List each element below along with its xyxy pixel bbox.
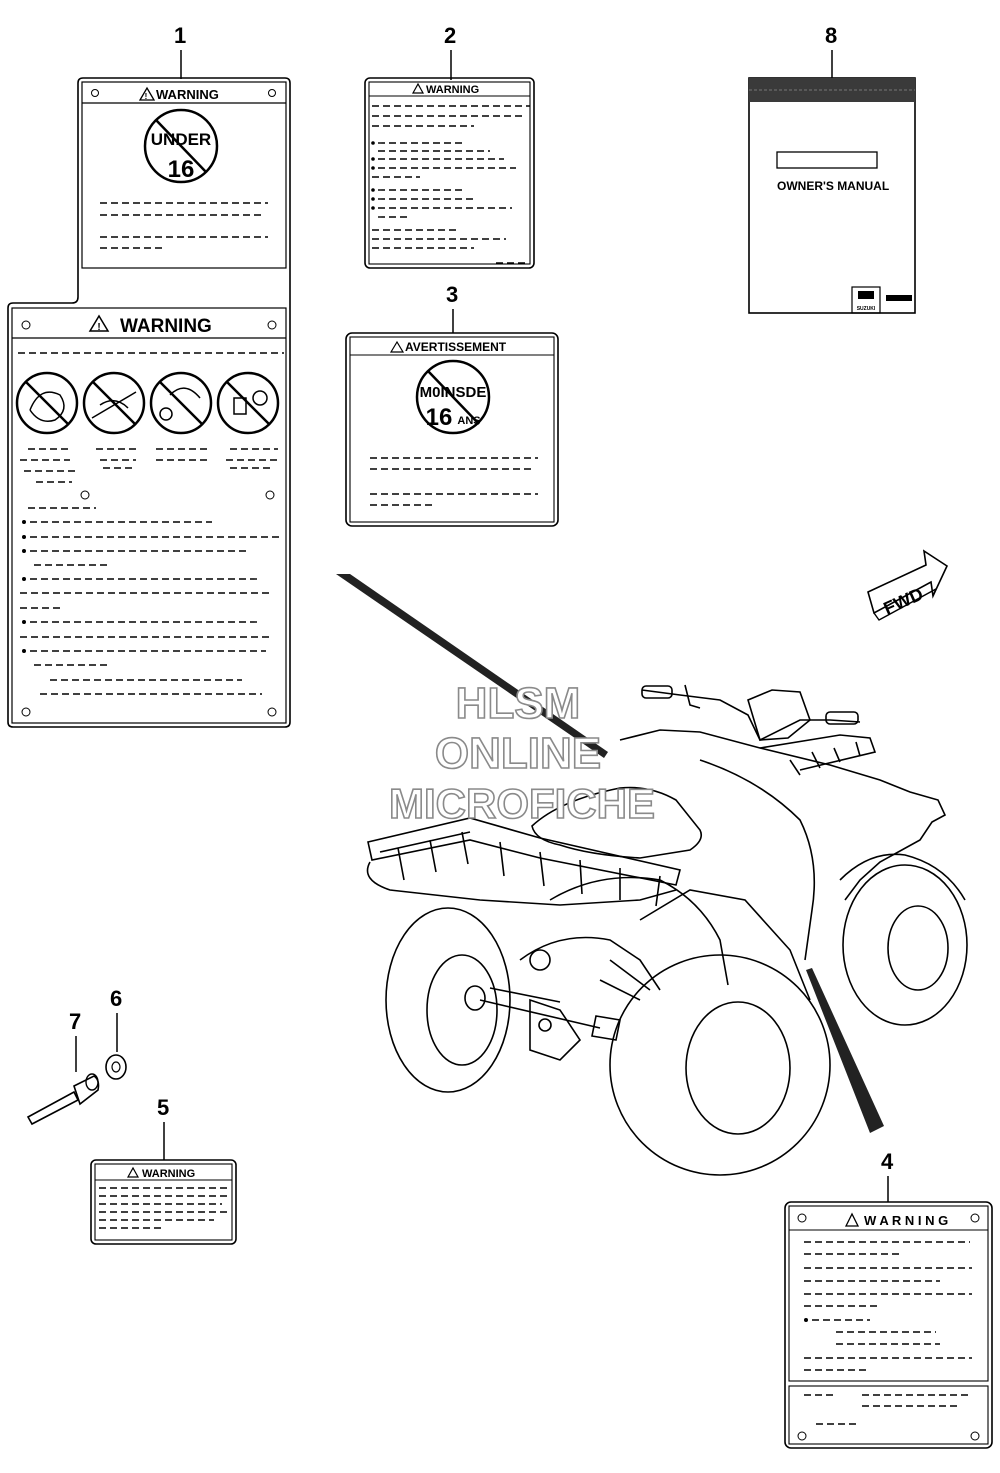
suzuki-logo-text: SUZUKI: [857, 306, 876, 312]
svg-text:!: !: [145, 92, 148, 101]
label-4-warning: W A R N I N G: [784, 1201, 993, 1449]
callout-6: 6: [110, 986, 122, 1052]
pictogram-row: [15, 371, 280, 435]
label-2-warning-text: WARNING: [426, 84, 479, 96]
callout-number-7: 7: [69, 1009, 81, 1034]
callout-number-3: 3: [446, 282, 458, 307]
leader-arrow-upper: [336, 574, 608, 758]
label-3-age-text: 16: [426, 404, 453, 431]
label-2-warning: WARNING: [364, 77, 535, 269]
label-5-warning-text: WARNING: [142, 1168, 195, 1180]
fwd-arrow-icon: FWD: [867, 549, 949, 621]
leader-arrow-lower: [806, 968, 884, 1133]
watermark-line-2: ONLINE: [435, 729, 601, 778]
callout-number-6: 6: [110, 986, 122, 1011]
label-5-warning: WARNING: [90, 1159, 237, 1245]
callout-3: 3: [446, 282, 458, 333]
svg-text:!: !: [97, 322, 100, 333]
label-1-age-text: 16: [168, 156, 195, 183]
label-3-avertissement: AVERTISSEMENT M0INSDE 16 ANS: [345, 332, 559, 527]
callout-number-8: 8: [825, 23, 837, 48]
label-4-warning-text: W A R N I N G: [864, 1213, 948, 1228]
label-1-warning-text: WARNING: [156, 87, 219, 102]
label-1-warning-large-text: WARNING: [120, 316, 212, 337]
label-3-moinsde-text: M0INSDE: [420, 384, 487, 401]
callout-number-4: 4: [881, 1149, 894, 1174]
watermark-line-3: MICROFICHE: [389, 780, 655, 827]
callout-4: 4: [881, 1149, 894, 1202]
callout-7: 7: [69, 1009, 81, 1072]
label-1-warning-under16: ! WARNING UNDER 16 ! WARNING: [7, 77, 291, 728]
callout-number-5: 5: [157, 1095, 169, 1120]
fwd-text: FWD: [881, 584, 927, 619]
owners-manual-book: OWNER'S MANUAL SUZUKI: [748, 77, 916, 314]
callout-2: 2: [444, 23, 456, 80]
label-1-under-text: UNDER: [151, 130, 211, 149]
callout-number-2: 2: [444, 23, 456, 48]
callout-1: 1: [174, 23, 186, 79]
callout-5: 5: [157, 1095, 169, 1160]
watermark: HLSM ONLINE MICROFICHE: [388, 678, 656, 828]
owners-manual-title: OWNER'S MANUAL: [777, 179, 889, 193]
washer-item-6: [105, 1054, 127, 1080]
rivet-item-7: [26, 1073, 100, 1126]
callout-number-1: 1: [174, 23, 186, 48]
watermark-line-1: HLSM: [456, 679, 581, 728]
callout-8: 8: [825, 23, 837, 80]
atv-illustration: [366, 684, 968, 1176]
label-3-avertissement-text: AVERTISSEMENT: [405, 340, 507, 354]
